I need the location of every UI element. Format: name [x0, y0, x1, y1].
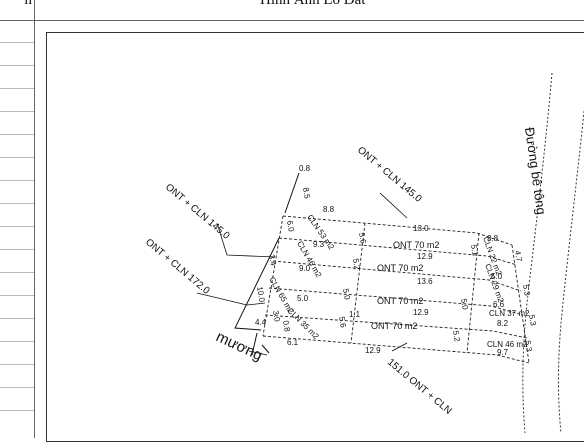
edge-left-lower: [234, 237, 280, 331]
dim-label: 5.3: [521, 284, 532, 297]
dim-label: 6.0: [285, 220, 296, 233]
dim-label: 1.1: [349, 310, 361, 319]
row-line: [0, 249, 34, 250]
dim-label: 5.1: [469, 244, 480, 257]
row-line: [0, 364, 34, 365]
boundary-row2: [272, 260, 522, 292]
dim-label: 3.8: [487, 234, 499, 243]
left-column: [0, 20, 34, 438]
row-line: [0, 88, 34, 89]
plot-map: Đường bê tông: [143, 72, 584, 434]
road-edge-left: [522, 72, 553, 434]
dim-label: 8.2: [497, 319, 509, 328]
row-line: [0, 42, 34, 43]
dim-label: 8.8: [323, 205, 335, 214]
row-line: [0, 318, 34, 319]
dim-label: 5.2: [351, 258, 362, 271]
dim-label: 5.0: [297, 294, 309, 303]
plot-3-ont-label: ONT 70 m2: [377, 296, 423, 306]
road-edge-right: [557, 107, 584, 434]
header-left-text: n: [24, 0, 33, 8]
edge-canal: [261, 344, 270, 354]
dim-label: 4.7: [513, 250, 524, 263]
dim-label: 0.8: [299, 164, 311, 173]
row-line: [0, 65, 34, 66]
row-line: [0, 134, 34, 135]
row-line: [0, 410, 34, 411]
dimension-labels: 0.8 8.5 8.8 13.0 3.8 6.0 9.3 5.6 12.9 5.…: [255, 164, 538, 357]
dim-label: 5.6: [337, 316, 348, 329]
dim-label: 12.9: [365, 346, 381, 355]
leader-left-upper: [216, 222, 276, 258]
row-line: [0, 203, 34, 204]
dim-label: 5.2: [451, 330, 462, 343]
divider-right: [466, 232, 480, 354]
dim-label: 6.1: [287, 338, 299, 347]
zone-label-left-lower: ONT + CLN 172.0: [143, 237, 212, 297]
row-line: [0, 341, 34, 342]
dim-label: 5.3: [523, 340, 534, 353]
dim-label: 3.4: [267, 254, 278, 267]
plot-4-ont-label: ONT 70 m2: [371, 321, 417, 331]
row-line: [0, 272, 34, 273]
plot-map-frame: Đường bê tông: [46, 32, 584, 442]
dim-label: 12.9: [413, 308, 429, 317]
dim-label: 5.0: [459, 298, 470, 311]
road-label: Đường bê tông: [522, 126, 549, 215]
dim-label: 5.6: [357, 232, 368, 245]
plot-1-ont-label: ONT 70 m2: [393, 240, 439, 250]
dim-label: 0.8: [281, 320, 292, 333]
dim-label: 8.5: [301, 187, 312, 200]
plot-3-cln-right: CLN 37 m2: [489, 309, 530, 318]
table-header-row: n Hình Ảnh Lô Đất: [0, 0, 584, 21]
plot-4-cln-right: CLN 46 m2: [487, 340, 528, 349]
leader-lines: [196, 192, 408, 352]
solid-edges: [234, 172, 300, 356]
edge-top-left: [284, 172, 300, 214]
dim-label: 4.4: [255, 318, 267, 327]
dim-label: 3.0: [271, 310, 282, 323]
dim-label: 5.3: [527, 314, 538, 327]
row-line: [0, 226, 34, 227]
plot-lines: [262, 215, 530, 364]
boundary-row4: [264, 314, 528, 339]
zone-label-bottom: 151.0 ONT + CLN: [385, 357, 453, 417]
zone-label-left-upper: ONT + CLN 145.0: [163, 182, 232, 242]
column-divider: [34, 0, 35, 438]
dim-label: 13.0: [413, 224, 429, 233]
boundary-bottom: [262, 335, 530, 364]
boundary-left: [262, 215, 284, 337]
plot-2-ont-label: ONT 70 m2: [377, 263, 423, 273]
row-line: [0, 111, 34, 112]
dim-label: 12.9: [417, 252, 433, 261]
leader-bottom: [391, 342, 408, 352]
row-line: [0, 295, 34, 296]
dim-label: 10.0: [255, 286, 267, 303]
boundary-row3: [268, 287, 524, 316]
row-line: [0, 157, 34, 158]
leader-top: [379, 192, 408, 219]
dim-label: 13.6: [417, 277, 433, 286]
dim-label: 9.7: [497, 348, 509, 357]
leader-left-lower: [196, 292, 266, 306]
zone-label-top: ONT + CLN 145.0: [355, 145, 424, 205]
row-line: [0, 387, 34, 388]
edge-bottom-left: [251, 332, 258, 356]
row-line: [0, 180, 34, 181]
dim-label: 5.0: [341, 288, 352, 301]
dim-label: 9.0: [299, 264, 311, 273]
divider-left: [350, 222, 366, 344]
canal-arrow: [248, 350, 268, 356]
dim-label: 6.6: [493, 300, 505, 309]
page-title: Hình Ảnh Lô Đất: [260, 0, 366, 8]
dim-label: 9.3: [313, 240, 325, 249]
dim-label: 5.0: [491, 272, 503, 281]
